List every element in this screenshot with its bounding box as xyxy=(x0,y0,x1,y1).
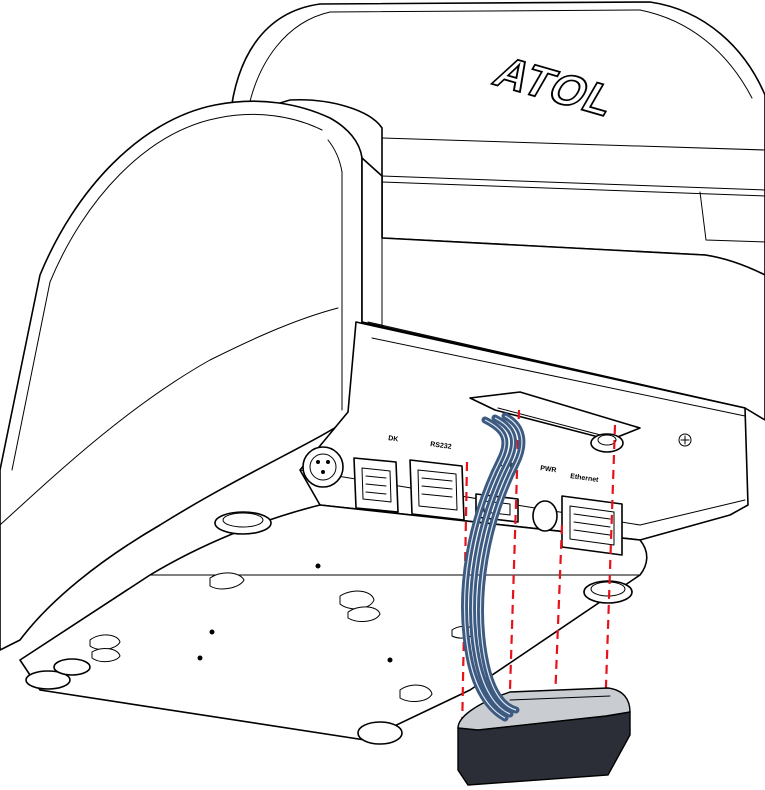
mounting-screw xyxy=(590,433,624,453)
rubber-foot xyxy=(357,721,403,745)
pwr-label: PWR xyxy=(540,465,557,474)
module-access-plate xyxy=(469,391,641,441)
ribbon-cable xyxy=(461,412,526,722)
ground-screw xyxy=(678,433,692,447)
printer-feet xyxy=(25,511,633,745)
rs232-port-label: RS232 xyxy=(430,441,452,451)
dk-port-label: DK xyxy=(388,435,399,443)
port-row: DK RS232 USB PWR Ethernet xyxy=(302,433,692,556)
dk-port: DK xyxy=(353,435,399,513)
power-dc-connector xyxy=(302,446,344,488)
ethernet-port-label: Ethernet xyxy=(570,473,600,484)
rubber-foot xyxy=(25,658,91,690)
rs232-port: RS232 xyxy=(409,441,465,521)
printer-side-panel xyxy=(361,157,765,421)
printer-bottom-plate xyxy=(19,504,648,741)
rubber-foot xyxy=(583,580,633,604)
cable-highlight xyxy=(472,417,515,715)
rubber-foot xyxy=(214,511,272,535)
printer-rear-cover xyxy=(229,1,765,276)
printer-body: ATOL xyxy=(0,1,765,741)
power-button: PWR xyxy=(532,465,558,532)
cable-highlight xyxy=(480,415,523,711)
guide-line xyxy=(603,424,617,716)
printer-front-cover xyxy=(0,100,363,651)
cable-highlight xyxy=(464,419,506,719)
